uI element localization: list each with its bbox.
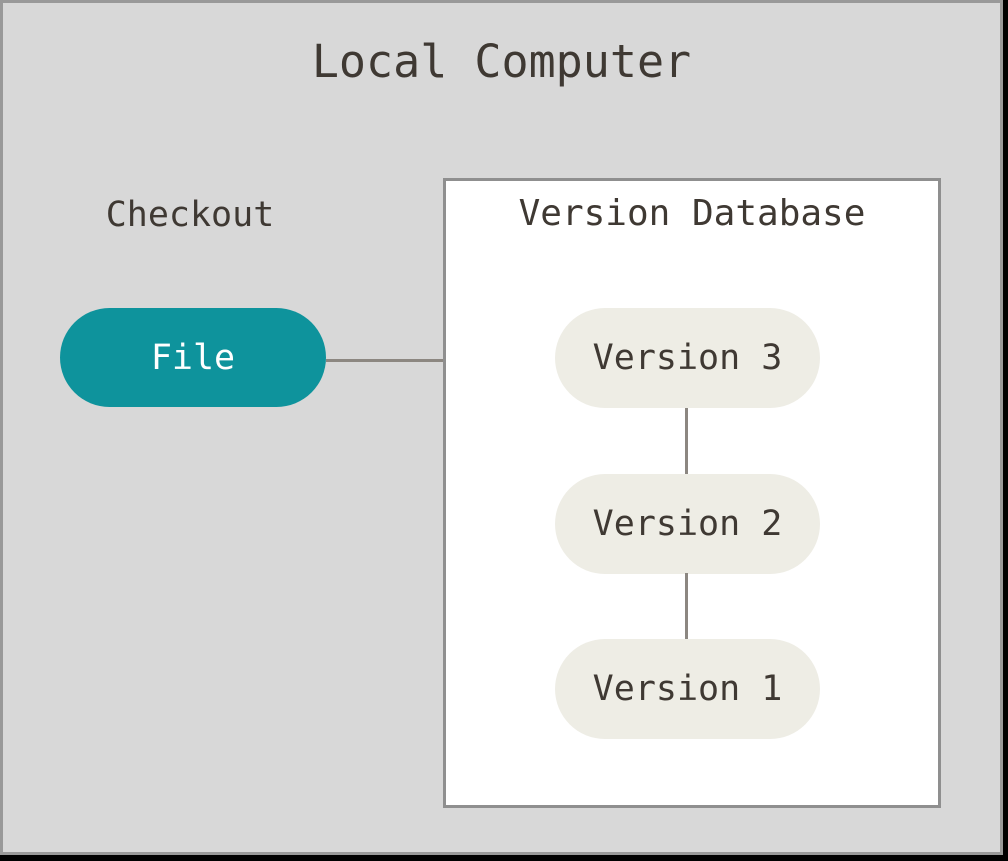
connector-version3-to-version2 [685,408,688,474]
version2-node: Version 2 [555,474,820,574]
version-database-title: Version Database [518,193,866,234]
connector-file-to-version3 [326,359,555,362]
version1-node-label: Version 1 [592,669,783,709]
connector-version2-to-version1 [685,573,688,639]
version2-node-label: Version 2 [592,504,783,544]
checkout-label: Checkout [105,195,275,235]
version-database-box: Version Database Version 3 Version 2 Ver… [443,178,941,808]
file-node-label: File [150,337,236,378]
version1-node: Version 1 [555,639,820,739]
diagram-title: Local Computer [311,35,692,88]
version3-node: Version 3 [555,308,820,408]
version3-node-label: Version 3 [592,338,783,378]
file-node: File [60,308,326,407]
